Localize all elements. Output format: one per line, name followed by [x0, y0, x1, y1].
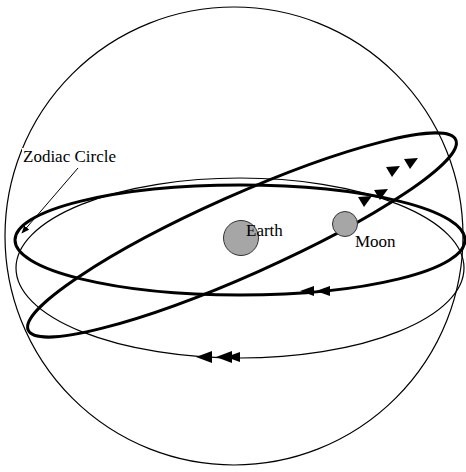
- body-label: Earth: [245, 222, 284, 241]
- circle-label: Zodiac Circle: [22, 148, 117, 167]
- body-label: Moon: [354, 233, 397, 252]
- moon-body: Moon: [332, 211, 358, 237]
- earth-body: Earth: [223, 220, 259, 256]
